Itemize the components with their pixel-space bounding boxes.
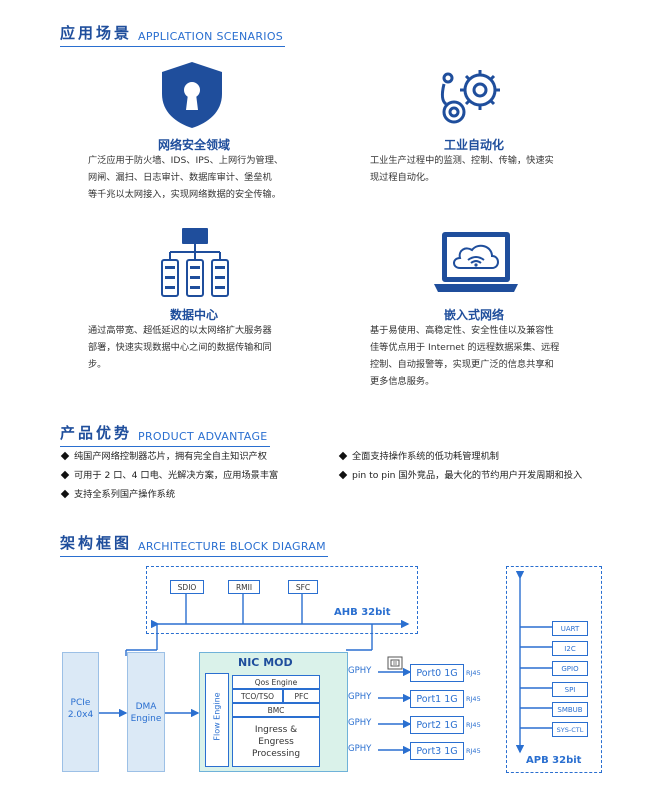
gphy-label: GPHY (348, 718, 372, 728)
section-title-en: ARCHITECTURE BLOCK DIAGRAM (138, 540, 326, 553)
bmc-block: BMC (232, 703, 320, 717)
gphy-label: GPHY (348, 744, 372, 754)
port-2: Port2 1G (410, 716, 464, 734)
ahb-bus-label: AHB 32bit (334, 607, 391, 618)
section-title-advantage: 产品优势 PRODUCT ADVANTAGE (60, 422, 270, 447)
section-title-en: APPLICATION SCENARIOS (138, 30, 284, 43)
apb-bus-region (506, 566, 602, 773)
section-title-cn: 产品优势 (60, 424, 133, 442)
advantage-item: 支持全系列国产操作系统 (60, 486, 175, 500)
section-title-cn: 应用场景 (60, 24, 133, 42)
scenario-description: 广泛应用于防火墙、IDS、IPS、上网行为管理、 网闸、漏扫、日志审计、数据库审… (88, 155, 284, 200)
diamond-bullet-icon (60, 451, 70, 460)
section-title-cn: 架构框图 (60, 534, 133, 552)
gphy-label: GPHY (348, 692, 372, 702)
gphy-label: GPHY (348, 666, 372, 676)
title-underline (60, 46, 286, 47)
dma-label: DMA Engine (130, 702, 162, 724)
dma-engine-block: DMA Engine (127, 652, 165, 772)
diamond-bullet-icon (60, 470, 70, 479)
flow-engine-label: Flow Engine (212, 692, 222, 741)
advantage-item: 可用于 2 口、4 口电、光解决方案，应用场景丰富 (60, 467, 278, 481)
ingress-label: Ingress & Engress Processing (251, 725, 301, 759)
rj45-label: RJ45 (466, 669, 481, 677)
title-underline (60, 446, 270, 447)
scenario-description: 通过高带宽、超低延迟的以太网络扩大服务器 部署，快速实现数据中心之间的数据传输和… (88, 325, 272, 370)
port-0: Port0 1G (410, 664, 464, 682)
nic-mod-block: NIC MOD Flow Engine Qos Engine TCO/TSO P… (199, 652, 348, 772)
scenario-description: 基于易使用、高稳定性、安全性佳以及兼容性 佳等优点用于 Internet 的远程… (370, 325, 560, 387)
ahb-block-rmii: RMII (228, 580, 260, 594)
title-underline (60, 556, 328, 557)
apb-block-i2c: I2C (552, 641, 588, 656)
tco-tso-block: TCO/TSO (232, 689, 283, 703)
ingress-processing-block: Ingress & Engress Processing (232, 717, 320, 767)
ahb-block-sdio: SDIO (170, 580, 204, 594)
apb-block-uart: UART (552, 621, 588, 636)
server-tree-icon (160, 226, 230, 302)
section-title-architecture: 架构框图 ARCHITECTURE BLOCK DIAGRAM (60, 532, 328, 557)
diamond-bullet-icon (60, 489, 70, 498)
apb-block-gpio: GPIO (552, 661, 588, 676)
apb-block-smbub: SMBUB (552, 702, 588, 717)
rj45-label: RJ45 (466, 695, 481, 703)
apb-bus-label: APB 32bit (526, 755, 582, 766)
diamond-bullet-icon (338, 470, 348, 479)
qos-engine-block: Qos Engine (232, 675, 320, 689)
ahb-bus-region (146, 566, 418, 634)
section-title-scenarios: 应用场景 APPLICATION SCENARIOS (60, 22, 286, 47)
flow-engine-block: Flow Engine (205, 673, 229, 767)
advantage-item: 纯国产网络控制器芯片，拥有完全自主知识产权 (60, 448, 267, 462)
advantage-item: pin to pin 国外竞品，最大化的节约用户开发周期和投入 (338, 467, 582, 481)
scenario-title: 网络安全领域 (158, 138, 231, 152)
rj45-label: RJ45 (466, 721, 481, 729)
diamond-bullet-icon (338, 451, 348, 460)
chip-icon (387, 655, 403, 674)
laptop-cloud-wifi-icon (434, 230, 518, 300)
scenario-title: 工业自动化 (444, 138, 505, 152)
port-1: Port1 1G (410, 690, 464, 708)
apb-block-spi: SPI (552, 682, 588, 697)
nic-title: NIC MOD (238, 656, 293, 669)
pcie-label: PCIe 2.0x4 (67, 698, 94, 720)
scenario-title: 嵌入式网络 (444, 308, 505, 322)
port-3: Port3 1G (410, 742, 464, 760)
pcie-block: PCIe 2.0x4 (62, 652, 99, 772)
pfc-block: PFC (283, 689, 320, 703)
gears-icon (436, 60, 506, 134)
scenario-title: 数据中心 (170, 308, 219, 322)
section-title-en: PRODUCT ADVANTAGE (138, 430, 268, 443)
shield-lock-icon (158, 60, 226, 134)
apb-block-sys-ctl: SYS-CTL (552, 722, 588, 737)
rj45-label: RJ45 (466, 747, 481, 755)
scenario-description: 工业生产过程中的监测、控制、传输，快速实 现过程自动化。 (370, 155, 554, 183)
advantage-item: 全面支持操作系统的低功耗管理机制 (338, 448, 499, 462)
ahb-block-sfc: SFC (288, 580, 318, 594)
